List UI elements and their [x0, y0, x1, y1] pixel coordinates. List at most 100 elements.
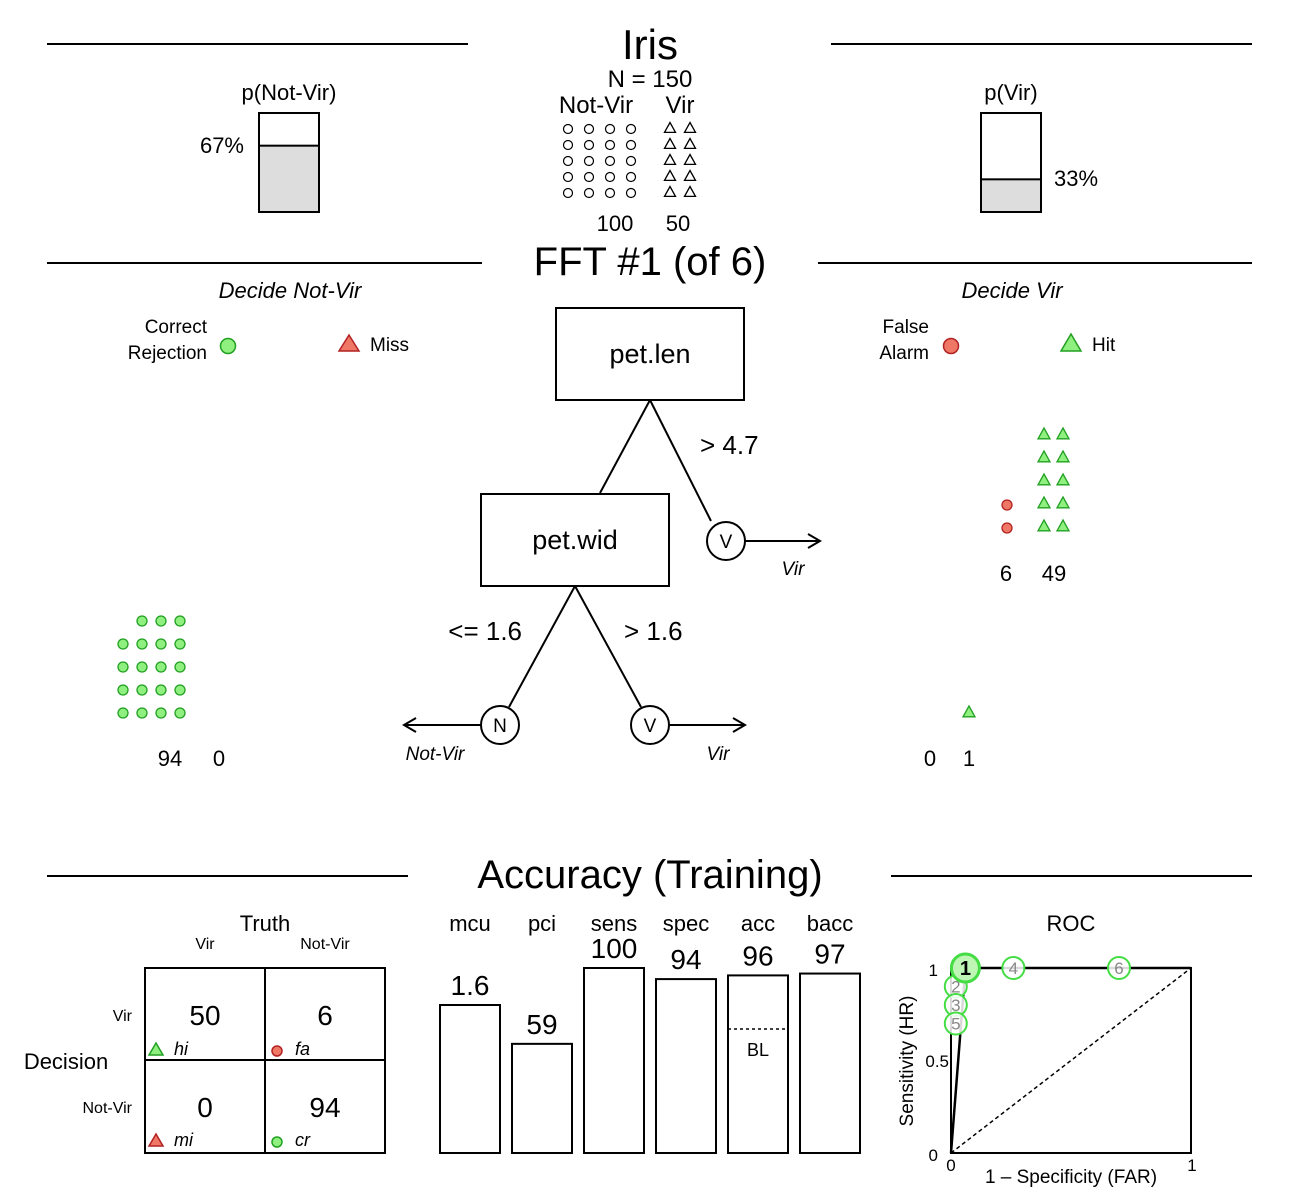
correct-rejection-icon: [155, 707, 167, 719]
correct-rejection-icon: [174, 684, 186, 696]
notvir-icon: [562, 139, 574, 151]
metric-value-sens: 100: [591, 933, 638, 964]
node-2-branch-left: [508, 585, 576, 708]
notvir-icon: [625, 155, 637, 167]
legend-cr-label-1: Correct: [145, 317, 208, 338]
correct-rejection-icon: [155, 615, 167, 627]
correct-rejection-icon: [155, 661, 167, 673]
notvir-icon: [625, 187, 637, 199]
vir-icon: [663, 153, 677, 166]
prob-notvir-title: p(Not-Vir): [242, 80, 337, 105]
correct-rejection-icon: [136, 638, 148, 650]
cell-mi-tag: mi: [174, 1130, 194, 1150]
notvir-icon: [562, 155, 574, 167]
hit-icon: [1055, 495, 1071, 509]
dataset-title: Iris: [622, 21, 678, 68]
hit-icon: [1036, 472, 1052, 486]
false-alarm-icon: [1001, 522, 1013, 534]
notvir-icon: [583, 171, 595, 183]
metric-label-bacc: bacc: [807, 911, 853, 936]
left-heading: Decide Not-Vir: [219, 278, 363, 303]
legend-fa-label-2: Alarm: [879, 343, 929, 364]
roc-ytick-1: 1: [929, 961, 938, 980]
notvir-icon: [562, 171, 574, 183]
node-1-branch-left: [599, 399, 651, 494]
leaf-1-hit-icons: [1036, 426, 1071, 532]
notvir-icon: [604, 187, 616, 199]
hit-icon: [1055, 472, 1071, 486]
legend-fa-icon: [942, 337, 960, 355]
correct-rejection-icon: [117, 638, 129, 650]
hit-icon: [1036, 495, 1052, 509]
prob-vir-pct: 33%: [1054, 166, 1098, 191]
metric-bar-pci: [511, 1042, 573, 1154]
node-2-threshold-left: <= 1.6: [448, 616, 522, 646]
baseline-label: BL: [747, 1040, 769, 1060]
metric-value-spec: 94: [670, 944, 701, 975]
metric-bar-acc: [727, 974, 789, 1155]
notvir-icon-array: [562, 123, 637, 199]
leaf-3-hi-count: 1: [963, 746, 975, 771]
notvir-icon: [583, 123, 595, 135]
decision-label: Decision: [24, 1049, 108, 1074]
hit-icon: [1055, 426, 1071, 440]
vir-icon: [683, 185, 697, 198]
cell-cr-value: 94: [309, 1092, 340, 1123]
leaf-1-false-alarm-icons: [1001, 499, 1013, 534]
node-2-branch-right: [574, 585, 642, 708]
correct-rejection-icon: [136, 684, 148, 696]
node-1-exit-symbol: V: [720, 532, 733, 553]
leaf-2-cr-count: 94: [158, 746, 182, 771]
notvir-icon: [625, 123, 637, 135]
roc-point-label-3: 3: [951, 996, 960, 1015]
roc-point-label-1: 1: [960, 958, 971, 980]
notvir-icon: [625, 171, 637, 183]
prob-vir-title: p(Vir): [984, 80, 1037, 105]
class-label-vir: Vir: [666, 92, 695, 119]
cell-fa-value: 6: [317, 1000, 333, 1031]
accuracy-title: Accuracy (Training): [477, 853, 822, 897]
truth-label: Truth: [240, 911, 291, 936]
notvir-icon: [604, 139, 616, 151]
roc-ytick-05: 0.5: [925, 1052, 949, 1071]
node-1-exit-label: Vir: [782, 559, 806, 580]
legend-hit-icon: [1059, 332, 1083, 352]
metric-label-acc: acc: [741, 911, 775, 936]
legend-cr-icon: [219, 337, 237, 355]
metric-value-acc: 96: [742, 940, 773, 971]
node-2-exit-right-symbol: V: [644, 716, 657, 737]
prob-vir-fill: [980, 178, 1042, 213]
correct-rejection-icon: [136, 615, 148, 627]
roc-point-label-2: 2: [951, 978, 960, 997]
node-1-branch-right: [649, 399, 712, 522]
node-2-exit-left-label: Not-Vir: [406, 744, 465, 765]
node-2-exit-right-arrowhead: [732, 717, 747, 733]
correct-rejection-icon: [117, 707, 129, 719]
roc-point-4: [1001, 956, 1026, 980]
leaf-2-correct-rejection-icons: [117, 615, 186, 719]
correct-rejection-icon: [174, 707, 186, 719]
prob-notvir-pct: 67%: [200, 133, 244, 158]
hit-icon: [1055, 449, 1071, 463]
metric-bar-sens: [583, 967, 645, 1154]
cell-hi-value: 50: [189, 1000, 220, 1031]
hit-icon: [1036, 518, 1052, 532]
correct-rejection-icon: [136, 661, 148, 673]
notvir-icon: [604, 171, 616, 183]
metric-label-sens: sens: [591, 911, 637, 936]
roc-point-6: [1107, 956, 1131, 980]
node-2-exit-left-symbol: N: [493, 716, 507, 737]
leaf-2-mi-count: 0: [213, 746, 225, 771]
roc-xtick-0: 0: [946, 1156, 955, 1175]
class-count-vir: 50: [666, 211, 690, 236]
correct-rejection-icon: [174, 638, 186, 650]
hit-icon: [1036, 449, 1052, 463]
roc-ytick-0: 0: [929, 1146, 938, 1165]
metric-value-pci: 59: [526, 1009, 557, 1040]
node-2-label: pet.wid: [532, 525, 618, 555]
vir-icon: [683, 121, 697, 134]
cell-fa-tag: fa: [295, 1039, 310, 1059]
vir-icon: [663, 121, 677, 134]
metric-bar-bacc: [799, 972, 861, 1154]
